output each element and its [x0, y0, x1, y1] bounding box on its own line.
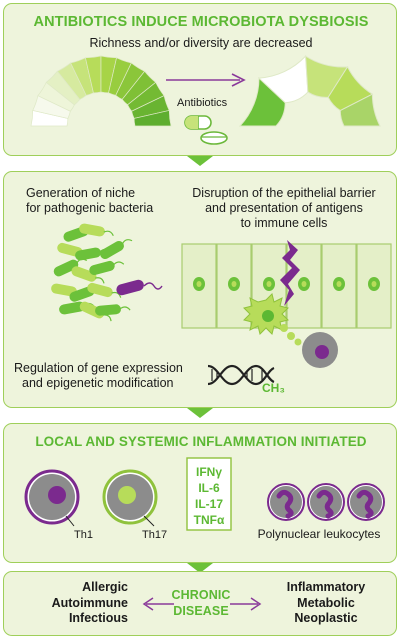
dysbiosis-title: ANTIBIOTICS INDUCE MICROBIOTA DYSBIOSIS [33, 14, 369, 30]
disease-allergic: Allergic [82, 580, 128, 594]
bacterium [59, 301, 85, 315]
inflammation-title: LOCAL AND SYSTEMIC INFLAMMATION INITIATE… [35, 434, 367, 449]
pathogenic-bacteria-icon [51, 223, 163, 322]
disease-infectious: Infectious [68, 611, 128, 625]
gene-line-2: and epigenetic modification [22, 376, 174, 390]
niche-line-2: for pathogenic bacteria [26, 201, 154, 215]
th1-label: Th1 [74, 529, 93, 541]
bacterium [75, 247, 101, 261]
disease-autoimmune: Autoimmune [51, 595, 128, 610]
down-arrow-2 [187, 408, 213, 418]
barrier-line-1: Disruption of the epithelial barrier [192, 186, 376, 200]
bacterium [51, 283, 77, 297]
bacterium [53, 259, 79, 277]
leukocytes-label: Polynuclear leukocytes [257, 527, 381, 541]
pills-icon [184, 115, 228, 145]
niche-line-1: Generation of niche [26, 186, 136, 200]
mechanisms-panel: Generation of niche for pathogenic bacte… [3, 171, 397, 408]
bacterium [87, 282, 113, 298]
rich-microbiota-semicircle [30, 54, 381, 145]
right-disease-list: Inflammatory Metabolic Neoplastic [266, 580, 386, 627]
bacterium [89, 260, 115, 276]
dysbiosis-panel: ANTIBIOTICS INDUCE MICROBIOTA DYSBIOSIS … [3, 3, 397, 156]
gene-line-1: Regulation of gene expression [14, 361, 183, 375]
microbiota-segment [339, 93, 381, 127]
antibiotics-arrow [166, 73, 246, 87]
antibiotics-label: Antibiotics [177, 97, 228, 109]
bidirectional-arrows [142, 597, 262, 611]
disease-metabolic: Metabolic [297, 595, 355, 610]
cytokine-il17: IL-17 [194, 497, 223, 511]
disease-label: DISEASE [173, 604, 229, 618]
disease-neoplastic: Neoplastic [294, 611, 358, 625]
cytokine-ifng: IFNγ [195, 465, 222, 479]
down-arrow-1 [187, 156, 213, 166]
th17-label: Th17 [142, 529, 168, 541]
th1-cell-icon [24, 469, 80, 527]
dysbiosis-subtitle: Richness and/or diversity are decreased [89, 36, 313, 50]
mechanisms-illustration [51, 223, 392, 386]
bacterium [95, 304, 121, 316]
bacterium [71, 266, 97, 282]
cytokine-list: IFNγ IL-6 IL-17 TNFα [187, 464, 231, 528]
chronic-label: CHRONIC [171, 588, 231, 602]
barrier-line-3: to immune cells [240, 216, 328, 230]
inflammation-panel: LOCAL AND SYSTEMIC INFLAMMATION INITIATE… [3, 423, 397, 563]
epithelial-cell [356, 243, 392, 329]
polynuclear-leukocytes-icon [267, 483, 385, 521]
methyl-label: CH₃ [262, 381, 285, 395]
left-disease-list: Allergic Autoimmune Infectious [24, 580, 128, 627]
inflammation-illustration [24, 457, 385, 531]
bacterium [79, 223, 105, 237]
cytokines-box [186, 457, 232, 531]
bacterium [100, 241, 124, 259]
down-arrow-3 [187, 563, 213, 573]
cytokine-il6: IL-6 [198, 481, 220, 495]
dna-icon [207, 364, 275, 386]
epithelial-cells-icon [181, 240, 392, 329]
barrier-line-2: and presentation of antigens [205, 201, 363, 215]
pathogen [116, 279, 144, 296]
disease-inflammatory: Inflammatory [286, 580, 366, 594]
th17-cell-icon [102, 469, 158, 527]
cytokine-tnfa: TNFα [193, 513, 225, 527]
microbiota-segment [133, 109, 172, 127]
immune-cells-icon [243, 293, 338, 368]
chronic-disease-panel: Allergic Autoimmune Infectious CHRONIC D… [3, 571, 397, 636]
